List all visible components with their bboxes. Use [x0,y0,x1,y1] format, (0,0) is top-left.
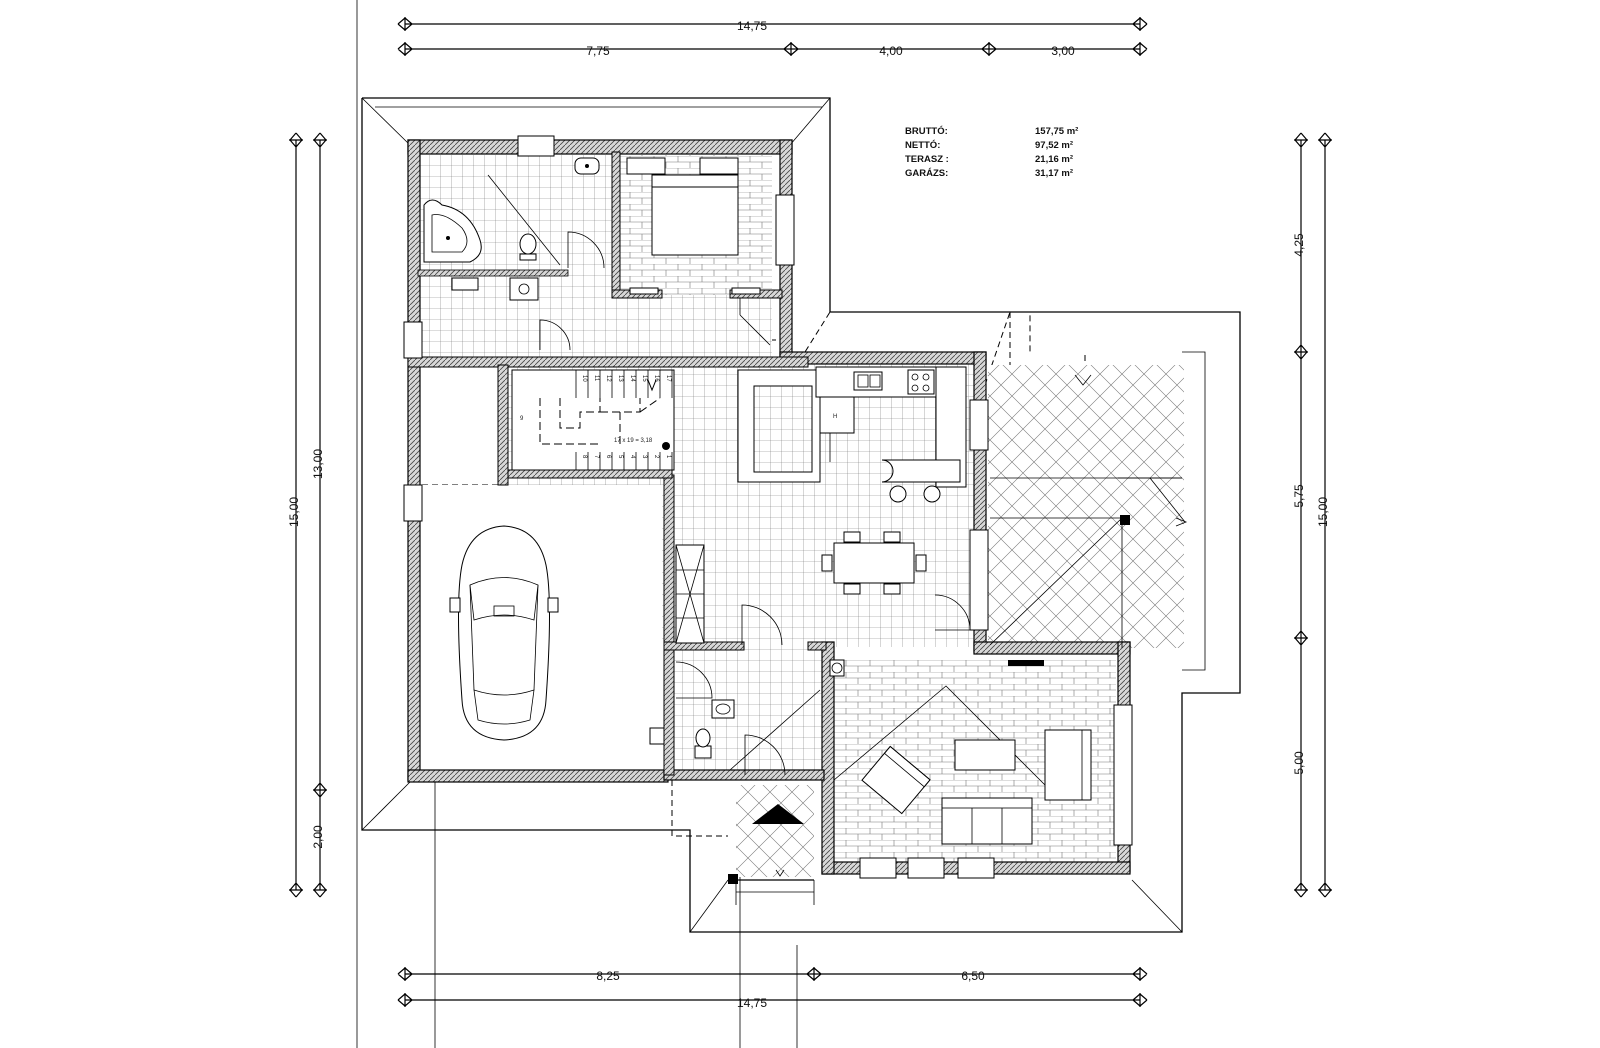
area-label-netto: NETTÓ: [905,139,940,151]
area-value-terasz: 21,16 m² [1035,154,1073,165]
area-table: BRUTTÓ: 157,75 m² NETTÓ: 97,52 m² TERASZ… [905,125,1078,179]
dimension-line [1318,132,1332,898]
entrance [728,804,815,905]
dimension-line [397,967,1148,981]
dimension-line [397,993,1148,1007]
stair-number: 12 [605,375,611,382]
bedroom-bed [626,157,761,295]
dim-left-inner-1: 13,00 [311,449,325,479]
dimension-line [313,132,327,898]
dim-top-seg-3: 3,00 [1051,44,1075,58]
area-value-brutto: 157,75 m² [1035,126,1078,137]
dim-bottom-total: 14,75 [737,996,767,1010]
stairs: 10 11 12 13 14 15 16 17 8 7 6 5 4 3 2 1 [511,369,675,471]
area-label-brutto: BRUTTÓ: [905,125,948,137]
stair-number: 10 [581,375,587,382]
stair-number: 1 [665,455,671,459]
stair-number: 8 [581,455,587,459]
dim-right-seg-3: 5,00 [1292,751,1306,775]
dimension-lines [289,17,1332,1007]
stair-number: 5 [617,455,623,459]
stairs-label: 17 x 19 = 3,18 [614,438,653,444]
bathroom-fixtures [423,157,845,759]
dim-left-outer: 15,00 [287,497,301,527]
dim-top-seg-2: 4,00 [879,44,903,58]
dim-right-seg-1: 4,25 [1292,233,1306,257]
garage-car [449,525,559,741]
dining-table [675,531,927,644]
stair-number: 2 [653,455,659,459]
dim-right-outer: 15,00 [1316,497,1330,527]
terrace [989,374,1188,648]
dimension-line [1294,132,1308,898]
dim-bottom-seg-2: 6,50 [961,969,985,983]
dim-left-inner-2: 2,00 [311,825,325,849]
dimension-line [397,42,1148,56]
stair-number: 11 [593,375,599,382]
stair-number: 15 [641,375,647,382]
stairs-start-dot [662,442,670,450]
kitchen: H [737,366,967,503]
stair-number: 17 [665,375,671,382]
dim-bottom-seg-1: 8,25 [596,969,620,983]
stair-number: 16 [653,375,659,382]
stair-number: 7 [593,455,599,459]
area-value-netto: 97,52 m² [1035,140,1073,151]
stair-number: 14 [629,375,635,382]
stair-number: 4 [629,455,635,459]
stair-number: 6 [605,455,611,459]
stairs-side-number: 9 [520,416,524,422]
construction-lines [356,0,798,1048]
stair-number: 13 [617,375,623,382]
stair-number: 3 [641,455,647,459]
dim-top-total: 14,75 [737,19,767,33]
windows [403,135,1133,879]
dim-right-seg-2: 5,75 [1292,484,1306,508]
area-value-garazs: 31,17 m² [1035,168,1073,179]
area-label-garazs: GARÁZS: [905,168,948,179]
roof-outline [361,97,1241,933]
dimension-line [289,132,303,898]
dimension-line [397,17,1148,31]
fridge-label: H [833,414,837,420]
dim-top-seg-1: 7,75 [586,44,610,58]
living-room [833,685,1092,845]
doors [539,231,971,776]
area-label-terasz: TERASZ : [905,154,949,165]
